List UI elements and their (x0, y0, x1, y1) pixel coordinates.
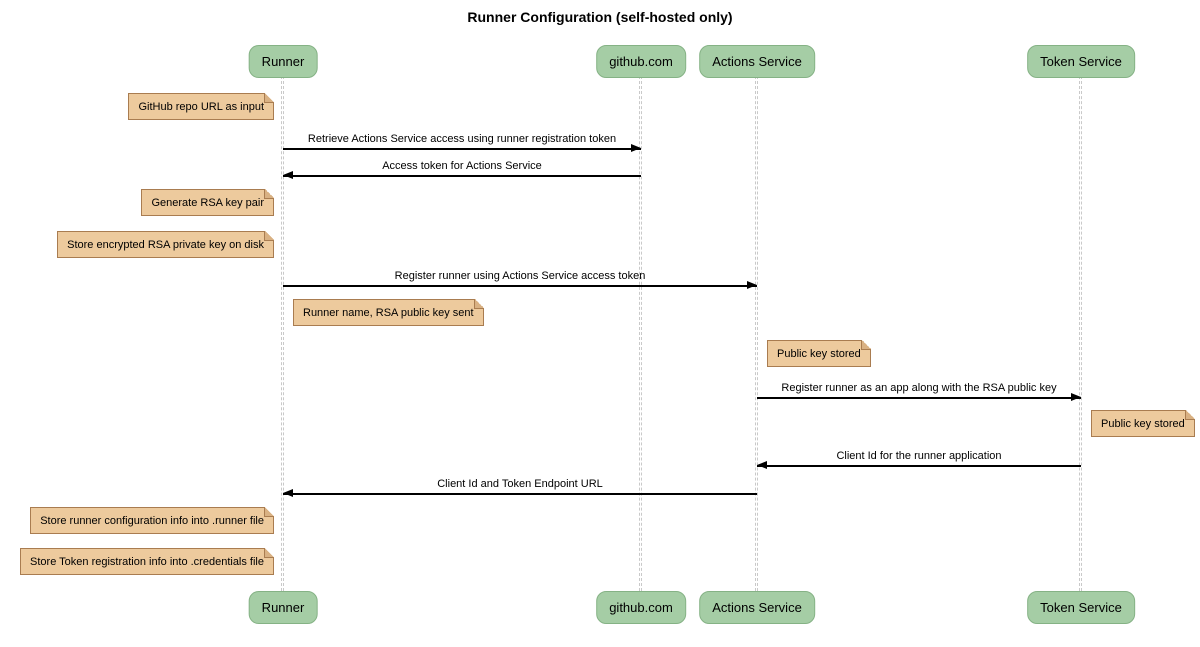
diagram-title: Runner Configuration (self-hosted only) (467, 9, 733, 25)
note-fold-icon (264, 189, 274, 199)
participant-token-service-bottom: Token Service (1027, 591, 1135, 624)
note-text: GitHub repo URL as input (138, 101, 264, 113)
message-line (757, 465, 1081, 467)
note-fold-icon (264, 548, 274, 558)
message-label: Client Id for the runner application (836, 450, 1002, 462)
participant-actions-service-top: Actions Service (699, 45, 815, 78)
message-line (283, 148, 641, 150)
note-public-key-stored-actions: Public key stored (767, 340, 871, 367)
note-store-private-key: Store encrypted RSA private key on disk (57, 231, 274, 258)
note-text: Runner name, RSA public key sent (303, 307, 474, 319)
lifeline-actions-service (755, 76, 758, 591)
message-label: Client Id and Token Endpoint URL (437, 478, 603, 490)
lifeline-runner (281, 76, 284, 591)
message-label: Access token for Actions Service (382, 160, 542, 172)
note-text: Public key stored (1101, 418, 1185, 430)
note-text: Store encrypted RSA private key on disk (67, 239, 264, 251)
note-text: Store Token registration info into .cred… (30, 556, 264, 568)
participant-actions-service-bottom: Actions Service (699, 591, 815, 624)
note-store-runner-file: Store runner configuration info into .ru… (30, 507, 274, 534)
message-line (283, 493, 757, 495)
arrowhead-right-icon (1071, 393, 1081, 401)
note-text: Generate RSA key pair (151, 197, 264, 209)
arrowhead-left-icon (283, 489, 293, 497)
participant-token-service-top: Token Service (1027, 45, 1135, 78)
note-text: Store runner configuration info into .ru… (40, 515, 264, 527)
note-fold-icon (860, 340, 871, 350)
note-fold-icon (264, 93, 274, 103)
arrowhead-left-icon (283, 171, 293, 179)
message-label: Retrieve Actions Service access using ru… (307, 133, 617, 145)
note-github-repo-url: GitHub repo URL as input (128, 93, 274, 120)
arrowhead-left-icon (757, 461, 767, 469)
message-line (757, 397, 1081, 399)
message-label: Register runner as an app along with the… (781, 382, 1057, 394)
participant-github-bottom: github.com (596, 591, 686, 624)
note-store-credentials-file: Store Token registration info into .cred… (20, 548, 274, 575)
participant-github-top: github.com (596, 45, 686, 78)
note-text: Public key stored (777, 348, 861, 360)
lifeline-github (639, 76, 642, 591)
note-fold-icon (264, 507, 274, 517)
arrowhead-right-icon (631, 144, 641, 152)
note-fold-icon (1184, 410, 1195, 420)
note-fold-icon (264, 231, 274, 241)
message-line (283, 285, 757, 287)
note-public-key-stored-token: Public key stored (1091, 410, 1195, 437)
lifeline-token-service (1079, 76, 1082, 591)
arrowhead-right-icon (747, 281, 757, 289)
note-generate-rsa: Generate RSA key pair (141, 189, 274, 216)
message-label: Register runner using Actions Service ac… (394, 270, 646, 282)
participant-runner-top: Runner (248, 45, 318, 78)
participant-runner-bottom: Runner (248, 591, 318, 624)
note-runner-name-sent: Runner name, RSA public key sent (293, 299, 484, 326)
note-fold-icon (473, 299, 484, 309)
message-line (283, 175, 641, 177)
